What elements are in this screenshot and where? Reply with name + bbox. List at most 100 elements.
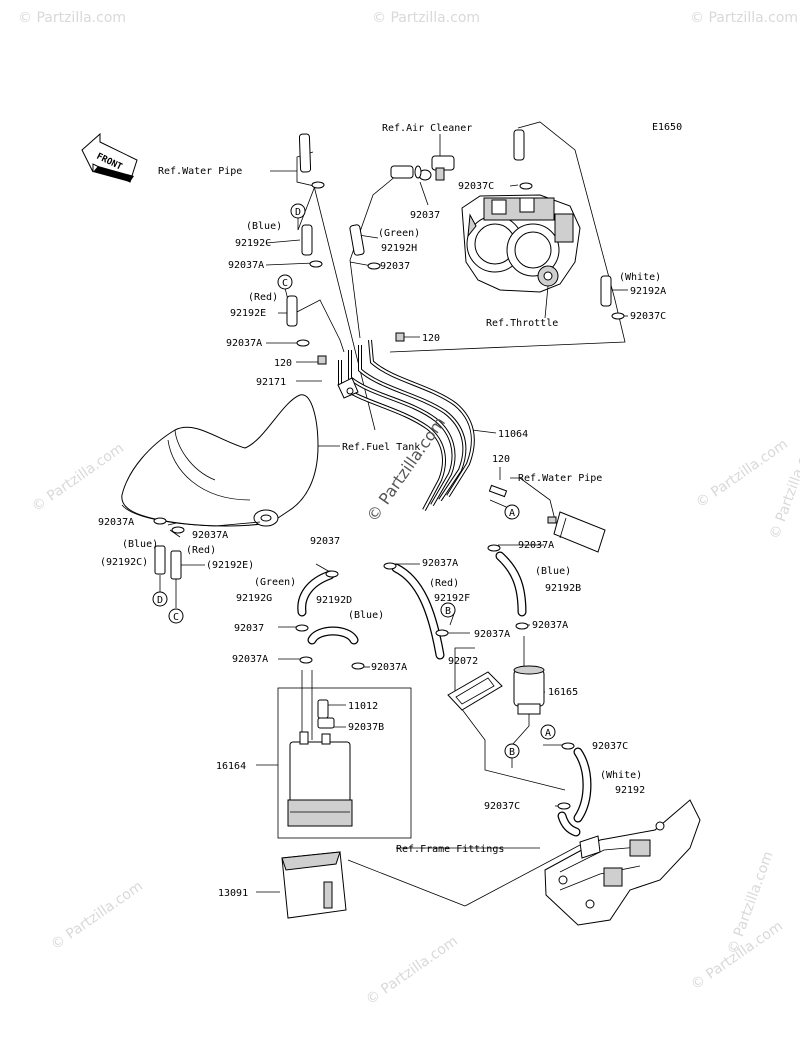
part-label: (White) <box>619 272 661 283</box>
watermark: © Partzilla.com <box>48 878 146 953</box>
watermark: © Partzilla.com <box>18 10 126 26</box>
throttle-body <box>461 194 581 319</box>
ref-throttle-label: Ref.Throttle <box>486 318 558 329</box>
part-label: 92192H <box>381 243 417 254</box>
part-label: 92037A <box>226 338 262 349</box>
reference-labels: Ref.Water Pipe Ref.Air Cleaner Ref.Throt… <box>158 123 602 855</box>
part-label: 92037 <box>410 210 440 221</box>
part-label: (92192E) <box>206 560 254 571</box>
part-label: (Blue) <box>535 566 571 577</box>
part-label: (Red) <box>186 545 216 556</box>
front-arrow-icon: FRONT <box>81 132 138 183</box>
part-label: 92037A <box>228 260 264 271</box>
frame-fittings <box>544 799 701 926</box>
svg-text:D: D <box>157 595 163 606</box>
part-label: 92037C <box>458 181 494 192</box>
part-label: (Red) <box>429 578 459 589</box>
evap-canister <box>287 699 353 827</box>
part-label: 92192 <box>615 785 645 796</box>
pipe-bundle <box>317 332 508 511</box>
svg-text:B: B <box>509 747 515 758</box>
part-label: 120 <box>274 358 292 369</box>
callout-a-mid: A <box>504 504 520 520</box>
part-label: 16164 <box>216 761 246 772</box>
top-hoses <box>154 129 612 580</box>
callout-b-low: B <box>504 743 520 759</box>
lower-hoses <box>297 551 592 837</box>
watermark: © Partzilla.com <box>363 933 461 1008</box>
ref-water-pipe-label: Ref.Water Pipe <box>158 166 242 177</box>
part-label: 13091 <box>218 888 248 899</box>
watermark: © Partzilla.com <box>372 10 480 26</box>
part-label: 92037 <box>380 261 410 272</box>
part-label: 120 <box>422 333 440 344</box>
part-labels: 92037C 92037 (Green) 92192H 92037 (Blue)… <box>98 181 666 899</box>
part-label: (Blue) <box>122 539 158 550</box>
part-label: 92192D <box>316 595 352 606</box>
part-label: 92192G <box>236 593 272 604</box>
ref-frame-fittings-label: Ref.Frame Fittings <box>396 844 504 855</box>
part-label: (Blue) <box>348 610 384 621</box>
ref-air-cleaner-label: Ref.Air Cleaner <box>382 123 472 134</box>
part-label: 11012 <box>348 701 378 712</box>
svg-text:C: C <box>282 278 288 289</box>
diagram-code: E1650 <box>652 122 682 133</box>
part-label: 120 <box>492 454 510 465</box>
part-label: 92192C <box>235 238 271 249</box>
part-label: 92072 <box>448 656 478 667</box>
clamps <box>153 181 625 810</box>
svg-text:B: B <box>445 606 451 617</box>
svg-text:D: D <box>295 207 301 218</box>
water-pipe-right <box>547 511 606 553</box>
part-label: 92037B <box>348 722 384 733</box>
watermark-main: © Partzilla.com <box>363 413 449 525</box>
ref-fuel-tank-label: Ref.Fuel Tank <box>342 442 420 453</box>
part-label: 92037A <box>371 662 407 673</box>
part-label: 92037A <box>422 558 458 569</box>
part-label: (92192C) <box>100 557 148 568</box>
part-label: (White) <box>600 770 642 781</box>
part-label: 92037A <box>98 517 134 528</box>
part-label: 92037A <box>518 540 554 551</box>
callout-d-top: D <box>290 203 306 219</box>
part-label: (Green) <box>254 577 296 588</box>
air-cleaner-fitting <box>390 155 455 181</box>
fuel-tank <box>121 394 319 527</box>
part-label: 92037A <box>532 620 568 631</box>
watermark: © Partzilla.com <box>693 436 791 511</box>
part-label: 92037C <box>630 311 666 322</box>
bracket <box>447 671 503 711</box>
callout-c-left: C <box>168 608 184 624</box>
part-label: (Blue) <box>246 221 282 232</box>
part-label: 16165 <box>548 687 578 698</box>
part-label: 92171 <box>256 377 286 388</box>
part-label: (Green) <box>378 228 420 239</box>
part-label: 92037C <box>592 741 628 752</box>
part-label: 92037A <box>192 530 228 541</box>
watermark: © Partzilla.com <box>690 10 798 26</box>
svg-text:C: C <box>173 612 179 623</box>
ref-water-pipe-2-label: Ref.Water Pipe <box>518 473 602 484</box>
part-label: 92192B <box>545 583 581 594</box>
callout-b-mid: B <box>440 602 456 618</box>
part-label: 92192F <box>434 593 470 604</box>
part-label: 92037 <box>234 623 264 634</box>
canister-holder <box>281 851 347 919</box>
svg-text:A: A <box>545 728 551 739</box>
fuel-filter <box>511 665 545 746</box>
callout-a-low: A <box>540 724 556 740</box>
svg-text:A: A <box>509 508 515 519</box>
part-label: (Red) <box>248 292 278 303</box>
part-label: 92037 <box>310 536 340 547</box>
callout-c-top: C <box>277 274 293 290</box>
part-label: 92192A <box>630 286 666 297</box>
callout-d-left: D <box>152 591 168 607</box>
callout-circles: D C A D C B A B <box>152 203 556 759</box>
part-label: 92037C <box>484 801 520 812</box>
watermark: © Partzilla.com <box>29 440 127 515</box>
leader-lines <box>159 121 628 907</box>
part-label: 92037A <box>232 654 268 665</box>
part-label: 92192E <box>230 308 266 319</box>
part-label: 92037A <box>474 629 510 640</box>
